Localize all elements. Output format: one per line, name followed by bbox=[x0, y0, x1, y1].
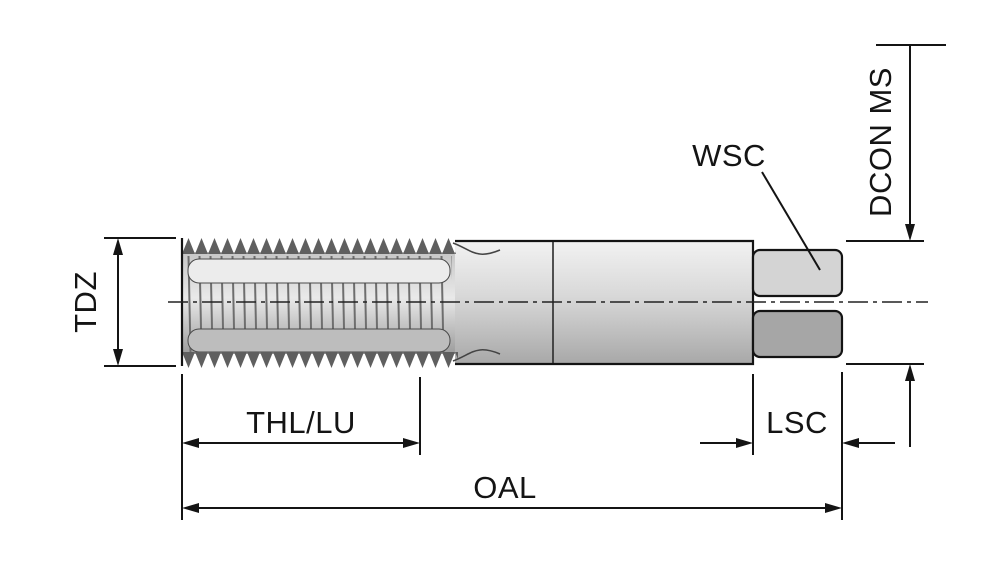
arrow-up bbox=[905, 364, 915, 381]
arrow-left bbox=[182, 438, 199, 448]
dimension-dcon-ms: DCON MS bbox=[846, 44, 946, 447]
thl-lu-label: THL/LU bbox=[246, 405, 356, 440]
thread-crests-bottom bbox=[182, 352, 458, 368]
square-drive-lower bbox=[751, 309, 844, 359]
arrow-down bbox=[113, 349, 123, 366]
arrow-right bbox=[403, 438, 420, 448]
dimension-thl-lu: THL/LU bbox=[181, 374, 421, 520]
arrow-down bbox=[905, 224, 915, 241]
arrow-right bbox=[736, 438, 753, 448]
square-drive-upper bbox=[751, 248, 844, 298]
arrow-right bbox=[825, 503, 842, 513]
square-drive-section bbox=[751, 248, 844, 359]
arrow-left bbox=[182, 503, 199, 513]
flute-runout-top bbox=[452, 242, 501, 255]
arrow-left bbox=[842, 438, 859, 448]
tdz-label: TDZ bbox=[68, 271, 103, 333]
thread-section bbox=[180, 238, 501, 368]
flute-lower bbox=[187, 328, 451, 353]
dimension-lsc: LSC bbox=[700, 374, 895, 455]
dimension-tdz: TDZ bbox=[68, 237, 176, 367]
dimension-oal: OAL bbox=[182, 372, 843, 520]
lsc-label: LSC bbox=[766, 405, 828, 440]
dcon-ms-label: DCON MS bbox=[863, 67, 898, 217]
wsc-leader-line bbox=[761, 171, 821, 271]
wsc-callout: WSC bbox=[692, 138, 821, 271]
arrow-up bbox=[113, 238, 123, 255]
flute-upper bbox=[187, 258, 451, 284]
oal-label: OAL bbox=[473, 470, 537, 505]
tap-drawing bbox=[180, 238, 844, 368]
thread-crests-top bbox=[182, 238, 456, 254]
wsc-label: WSC bbox=[692, 138, 766, 173]
flute-runout-bottom bbox=[452, 349, 501, 362]
